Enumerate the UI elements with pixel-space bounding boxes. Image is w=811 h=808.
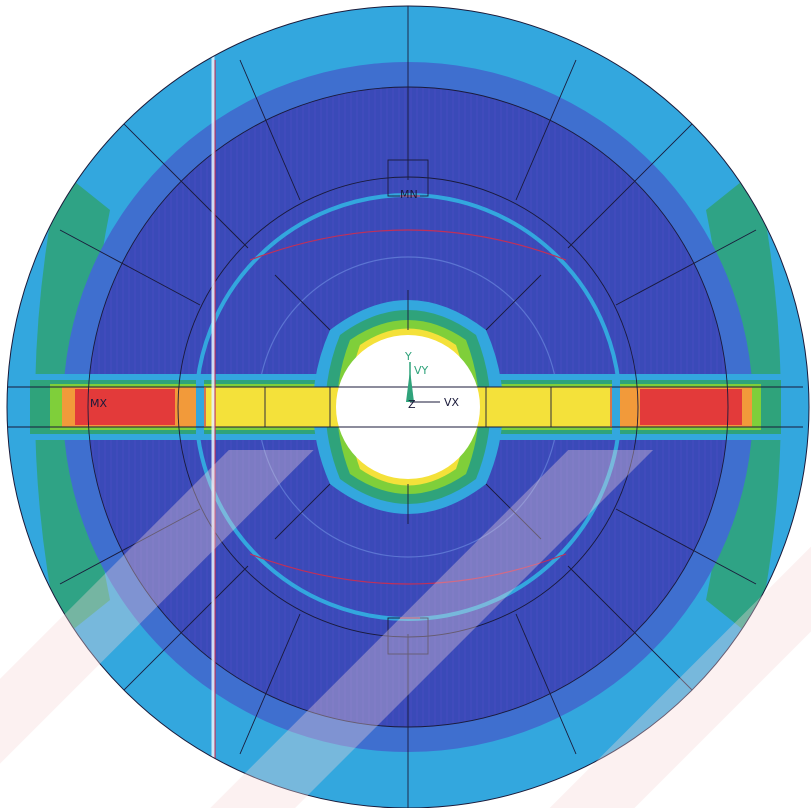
disk-outline [6,5,810,808]
max-marker-label: MX [90,397,107,410]
spoke-red-left [75,389,175,425]
watermark [0,450,811,808]
y-axis-arrow-icon [406,370,414,402]
axis-triad: Y VY Z VX [404,350,460,411]
vx-label: VX [444,396,460,409]
z-axis-label: Z [408,398,416,411]
spoke-gap-right [612,380,620,434]
vy-label: VY [414,364,429,377]
min-marker-label: MN [400,188,418,201]
spoke-red-right [640,389,742,425]
center-hole [336,335,480,479]
spoke-gap-left [196,380,204,434]
y-axis-label: Y [404,350,412,363]
